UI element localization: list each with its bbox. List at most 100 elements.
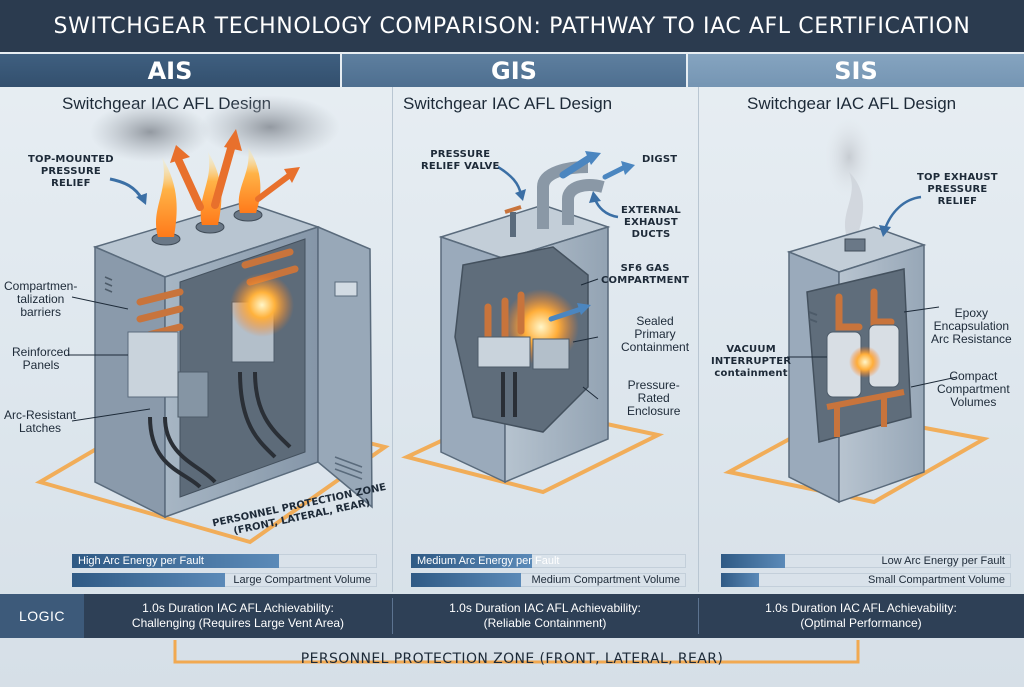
exhaust-arrow <box>602 164 628 180</box>
breaker-module <box>532 338 570 370</box>
bottom-protection-zone <box>0 638 1024 687</box>
side-vent <box>104 276 113 293</box>
exhaust-arrow <box>255 172 293 202</box>
leader-line <box>71 296 129 310</box>
door-window <box>334 281 358 297</box>
gis-label-relief-valve: PRESSURE RELIEF VALVE <box>421 149 500 172</box>
steam-plume <box>845 172 864 237</box>
smoke-cloud <box>200 95 340 159</box>
arc-flash <box>849 346 881 378</box>
gis-label-digst: DIGST <box>642 154 678 165</box>
leader-line <box>580 278 599 286</box>
ais-switchgear-illustration <box>34 95 390 545</box>
ais-logic-line1: 1.0s Duration IAC AFL Achievability: <box>142 601 334 615</box>
sis-logic: 1.0s Duration IAC AFL Achievability: (Op… <box>698 594 1024 638</box>
gis-logic-line1: 1.0s Duration IAC AFL Achievability: <box>449 601 641 615</box>
smoke-cloud <box>90 102 210 162</box>
flame <box>238 147 261 213</box>
logic-strip <box>0 594 1024 638</box>
exhaust-arrow-head <box>585 151 601 165</box>
callout-arrow-head <box>589 191 601 203</box>
copper-busbars <box>835 288 895 331</box>
title-bar: SWITCHGEAR TECHNOLOGY COMPARISON: PATHWA… <box>0 0 1024 52</box>
bar-fill <box>411 554 532 568</box>
sis-compartment-bar: Small Compartment Volume <box>721 573 1011 587</box>
exhaust-arrow <box>559 153 595 179</box>
leader-line <box>582 386 599 400</box>
cabinet-interior <box>179 238 306 498</box>
callout-arrow-head <box>515 189 526 201</box>
ais-column: Switchgear IAC AFL Design <box>0 87 392 592</box>
bar-label: Small Compartment Volume <box>868 574 1005 586</box>
steam-plume <box>825 117 873 197</box>
side-vent <box>808 311 818 323</box>
tab-sis: SIS <box>688 54 1024 87</box>
bottom-zone-outline <box>173 640 860 664</box>
ais-label-latches: Arc-Resistant Latches <box>4 408 77 435</box>
bar-label: Medium Arc Energy per Fault <box>417 555 560 567</box>
tab-gis: GIS <box>342 54 686 87</box>
gis-compartment-bar: Medium Compartment Volume <box>411 573 686 587</box>
exhaust-arrow-head <box>224 129 242 151</box>
exhaust-arrow-head <box>284 167 300 183</box>
leader-line <box>910 376 958 388</box>
bottom-zone-label: PERSONNEL PROTECTION ZONE (FRONT, LATERA… <box>300 651 724 667</box>
leader-line <box>572 336 599 343</box>
leader-line <box>903 306 940 313</box>
bar-fill <box>72 573 225 587</box>
sis-logic-line2: (Optimal Performance) <box>800 616 922 630</box>
logic-divider <box>698 598 699 634</box>
sis-logic-line1: 1.0s Duration IAC AFL Achievability: <box>765 601 957 615</box>
ais-logic-line2: Challenging (Requires Large Vent Area) <box>131 616 345 630</box>
exhaust-arrow <box>174 155 204 211</box>
leader-line <box>71 408 151 422</box>
breaker-module <box>127 331 179 398</box>
bar-fill <box>411 573 521 587</box>
ais-label-top-relief: TOP-MOUNTED PRESSURE RELIEF <box>28 154 114 189</box>
ais-compartment-bar: Large Compartment Volume <box>72 573 377 587</box>
cables <box>501 372 517 417</box>
copper-base <box>826 389 905 437</box>
zone-bracket <box>173 640 860 664</box>
ais-label-panels: Reinforced Panels <box>12 345 71 372</box>
sis-label-epoxy: Epoxy Encapsulation Arc Resistance <box>931 306 1012 346</box>
relief-vent <box>844 238 866 252</box>
sis-label-top-exhaust: TOP EXHAUST PRESSURE RELIEF <box>917 172 998 207</box>
sis-arc-energy-bar: Low Arc Energy per Fault <box>721 554 1011 568</box>
gas-flow-arrow-head <box>577 303 591 315</box>
callout-arrow <box>593 198 619 219</box>
ais-arc-energy-bar: High Arc Energy per Fault <box>72 554 377 568</box>
door-vent <box>334 456 363 480</box>
copper-busbars <box>484 291 525 346</box>
gis-label-pressure-rated: Pressure- Rated Enclosure <box>627 378 681 418</box>
bar-label: Medium Compartment Volume <box>531 574 680 586</box>
breaker-module <box>477 336 531 368</box>
flame <box>156 157 177 237</box>
exhaust-arrow <box>211 141 236 209</box>
relief-valve-handle <box>504 205 522 214</box>
bar-fill <box>72 554 280 568</box>
gis-design-title: Switchgear IAC AFL Design <box>403 94 613 113</box>
exhaust-duct <box>562 179 605 225</box>
gis-column: Switchgear IAC AFL Design <box>392 87 699 592</box>
gis-label-exhaust: EXTERNAL EXHAUST DUCTS <box>621 205 681 240</box>
logic-divider <box>392 598 393 634</box>
main-title: SWITCHGEAR TECHNOLOGY COMPARISON: PATHWA… <box>53 13 971 39</box>
ais-label-barriers: Compartmen- talization barriers <box>4 279 78 319</box>
gas-flow-arrow <box>548 306 584 322</box>
cabinet-door <box>317 225 373 509</box>
callout-arrow <box>883 195 922 230</box>
gis-logic: 1.0s Duration IAC AFL Achievability: (Re… <box>392 594 698 638</box>
bar-label: High Arc Energy per Fault <box>78 555 204 567</box>
gis-switchgear-illustration <box>401 151 665 495</box>
bar-label: Low Arc Energy per Fault <box>881 555 1005 567</box>
callout-arrow-head <box>879 225 891 237</box>
sis-label-vacuum: VACUUM INTERRUPTER containment <box>711 344 792 379</box>
gis-label-sf6: SF6 GAS COMPARTMENT <box>601 263 690 286</box>
sis-switchgear-illustration <box>723 117 990 505</box>
sis-column: Switchgear IAC AFL Design <box>698 87 1024 592</box>
logic-tag: LOGIC <box>0 594 84 638</box>
cables <box>148 371 292 489</box>
bottom-zone-label-holder: PERSONNEL PROTECTION ZONE (FRONT, LATERA… <box>0 638 1024 687</box>
